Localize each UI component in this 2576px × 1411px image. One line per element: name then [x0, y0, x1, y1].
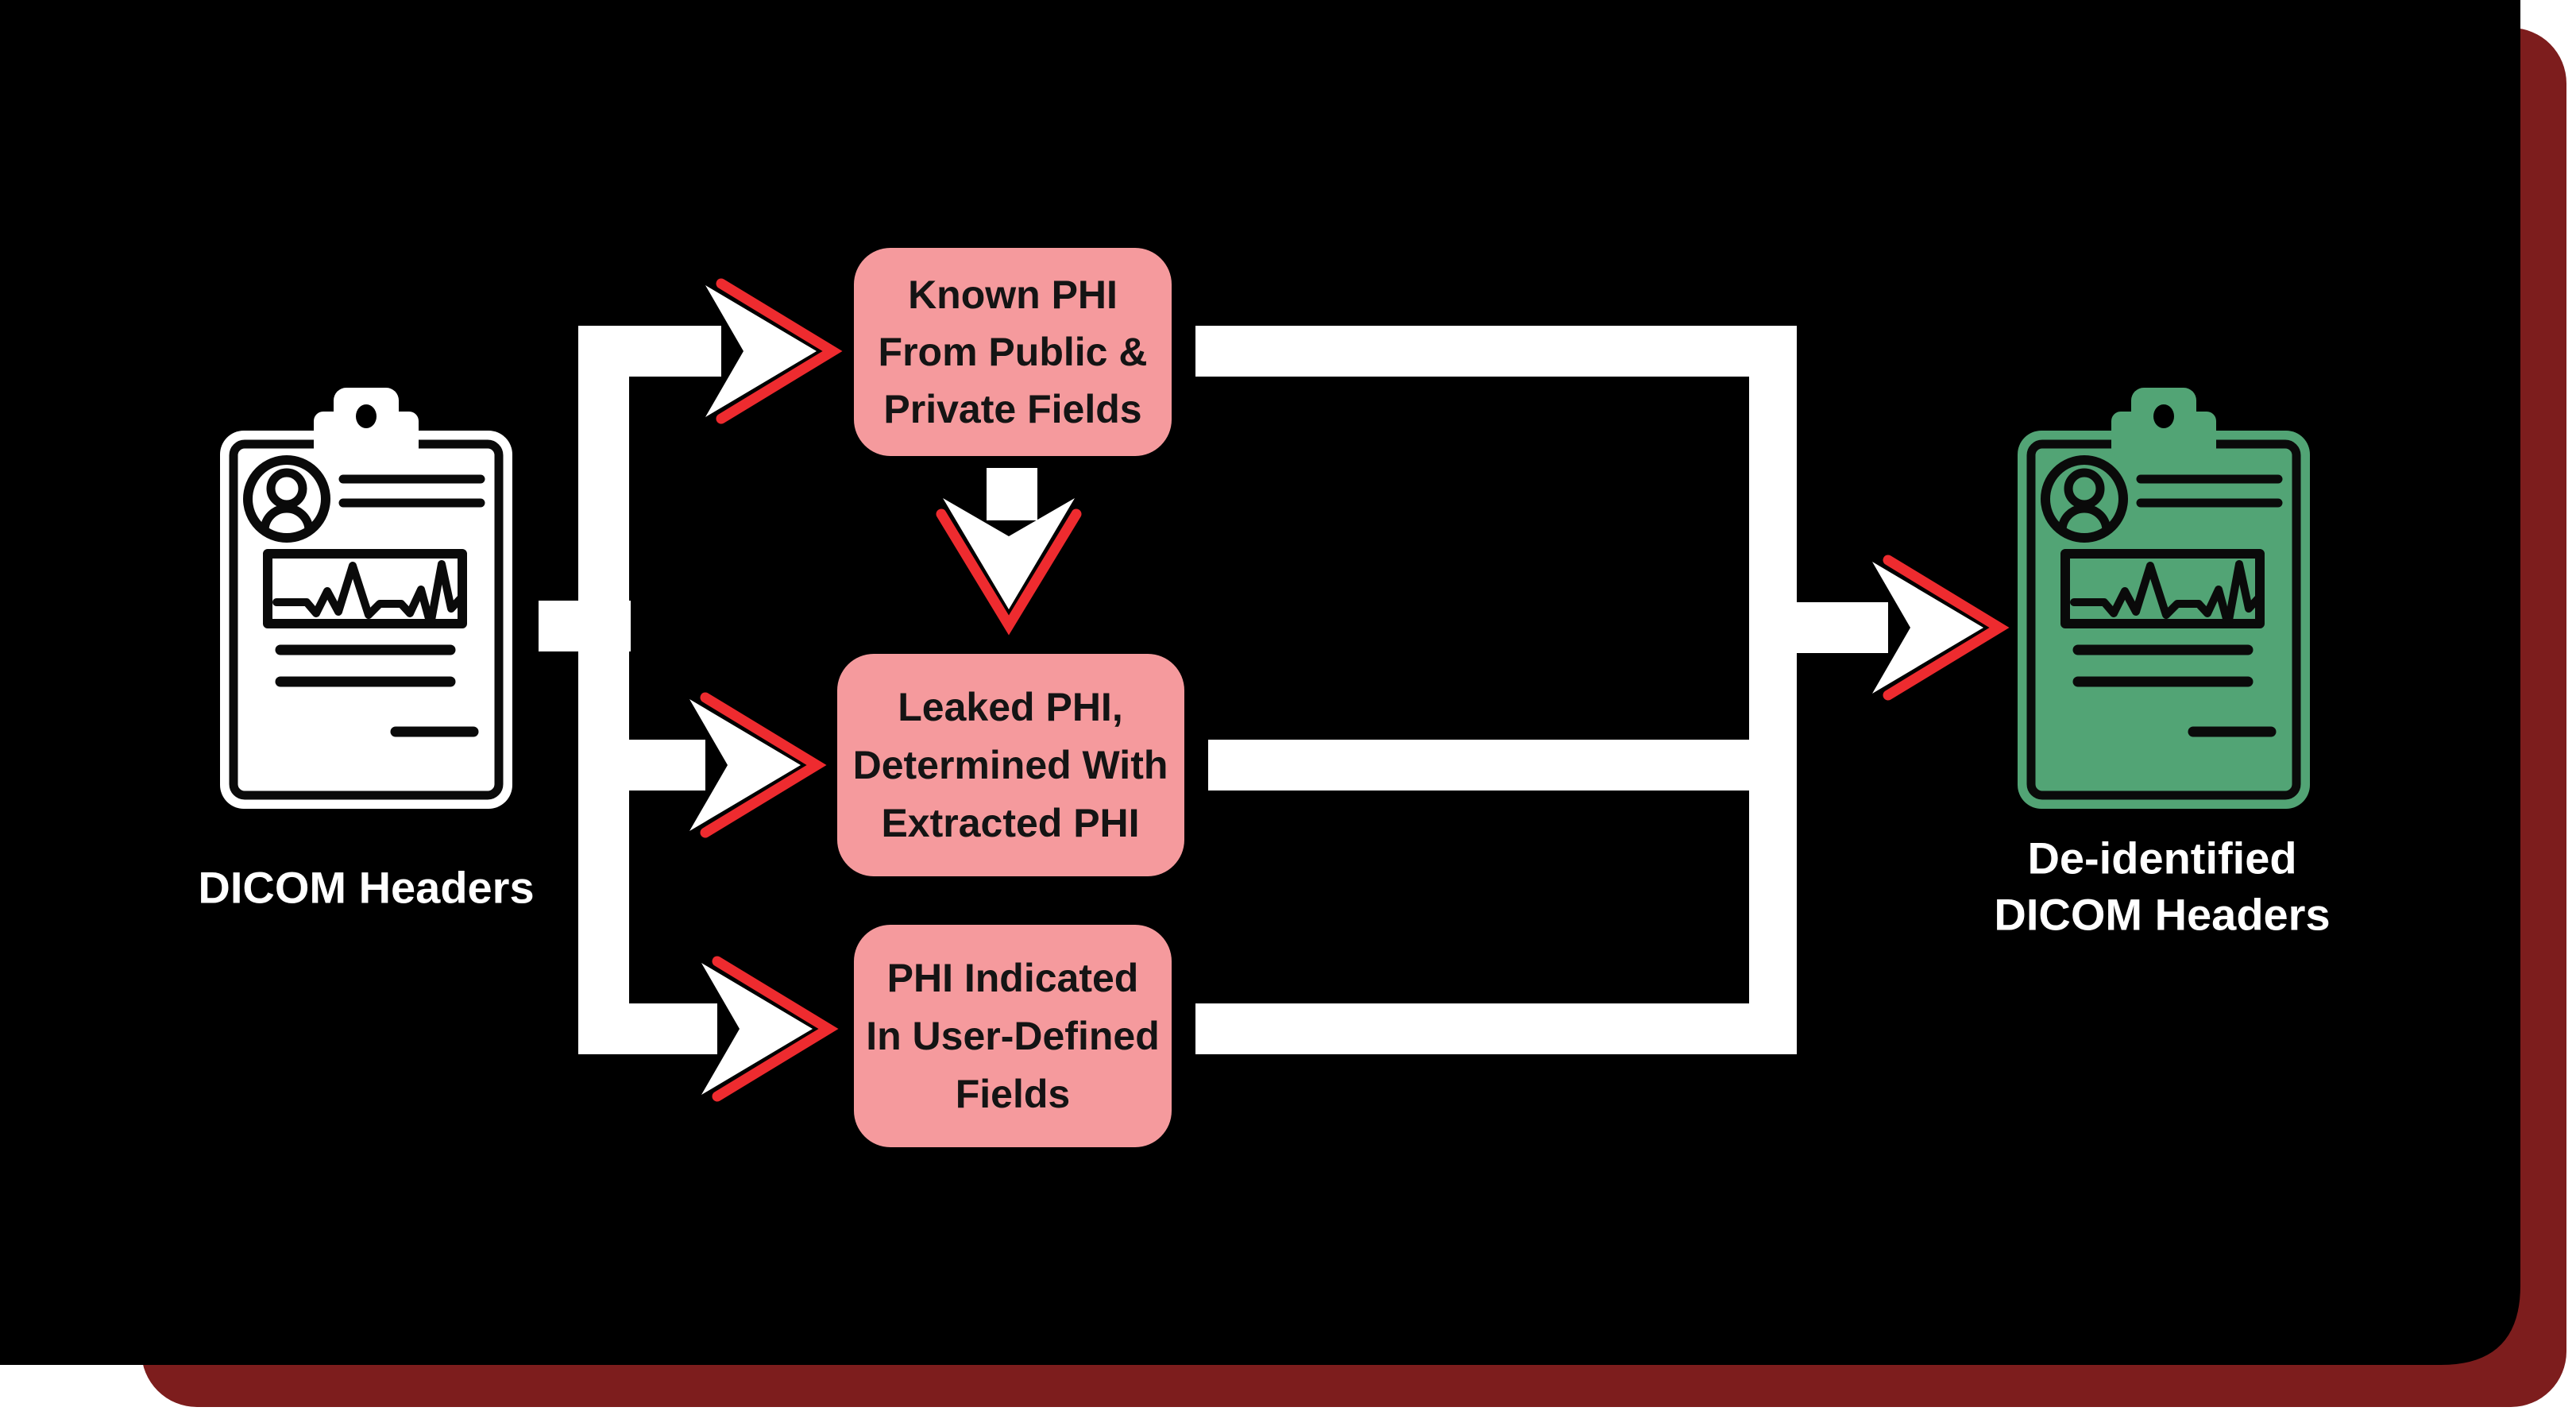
flow-line-output [1797, 602, 1888, 653]
arrowhead-destination-red-outline-icon [1883, 555, 2010, 701]
avatar-icon [243, 455, 330, 543]
flow-line-branch-2 [578, 740, 705, 791]
process-box-leaked-phi-shape [837, 654, 1184, 876]
arrowhead-box2-icon [689, 699, 801, 831]
arrowhead-down-icon [943, 498, 1075, 609]
process-box-user-defined-phi-line2: In User-Defined [866, 1014, 1160, 1058]
flow-line-right-collector [1749, 326, 1797, 1054]
arrowhead-box3-red-outline-icon [712, 956, 839, 1102]
flow-line-out-3 [1195, 1003, 1797, 1054]
flow-lines [539, 278, 2010, 1102]
avatar-shoulders [2057, 504, 2111, 535]
waveform-box [2060, 549, 2265, 628]
process-box-leaked-phi-line1: Leaked PHI, [898, 685, 1122, 729]
process-box-known-phi-line2: From Public & [879, 330, 1148, 374]
arrowhead-destination-icon [1872, 562, 1983, 694]
arrowhead-down-red-outline-icon [936, 508, 1082, 636]
process-box-leaked-phi-line3: Extracted PHI [881, 801, 1139, 845]
destination-clipboard-icon [2018, 388, 2310, 809]
process-box-known-phi-line1: Known PHI [908, 273, 1118, 317]
ekg-waveform-icon [2070, 560, 2263, 628]
avatar-shoulders [260, 504, 314, 535]
arrowhead-box1-icon [705, 285, 817, 417]
arrowhead-box3-icon [701, 963, 813, 1095]
source-label: DICOM Headers [198, 863, 534, 913]
process-box-leaked-phi: Leaked PHI, Determined With Extracted PH… [837, 654, 1184, 876]
process-box-user-defined-phi: PHI Indicated In User-Defined Fields [854, 925, 1172, 1147]
process-box-leaked-phi-line2: Determined With [853, 743, 1168, 787]
process-box-user-defined-phi-line3: Fields [956, 1072, 1070, 1116]
process-box-known-phi-line3: Private Fields [883, 387, 1141, 431]
avatar-icon [2041, 455, 2128, 543]
flow-line-out-2 [1208, 740, 1797, 791]
flow-line-down-shaft [987, 468, 1037, 520]
ekg-waveform-icon [272, 560, 465, 628]
arrowhead-box2-red-outline-icon [700, 692, 827, 838]
clipboard-clip-hole [356, 404, 377, 428]
destination-label-line1: De-identified [2027, 833, 2296, 883]
flow-line-out-1 [1195, 326, 1797, 377]
process-box-known-phi: Known PHI From Public & Private Fields [854, 248, 1172, 456]
waveform-box [263, 549, 467, 628]
flow-line-branch-3 [578, 1003, 717, 1054]
process-box-user-defined-phi-shape [854, 925, 1172, 1147]
process-box-user-defined-phi-line1: PHI Indicated [887, 956, 1139, 1000]
flow-line-branch-1 [578, 326, 721, 377]
source-clipboard-icon [220, 388, 512, 809]
arrowhead-box1-red-outline-icon [716, 278, 843, 424]
destination-label-line2: DICOM Headers [1994, 890, 2330, 940]
process-box-known-phi-shape [854, 248, 1172, 456]
clipboard-clip-hole [2153, 404, 2174, 428]
flow-line-left-trunk [578, 326, 629, 1054]
